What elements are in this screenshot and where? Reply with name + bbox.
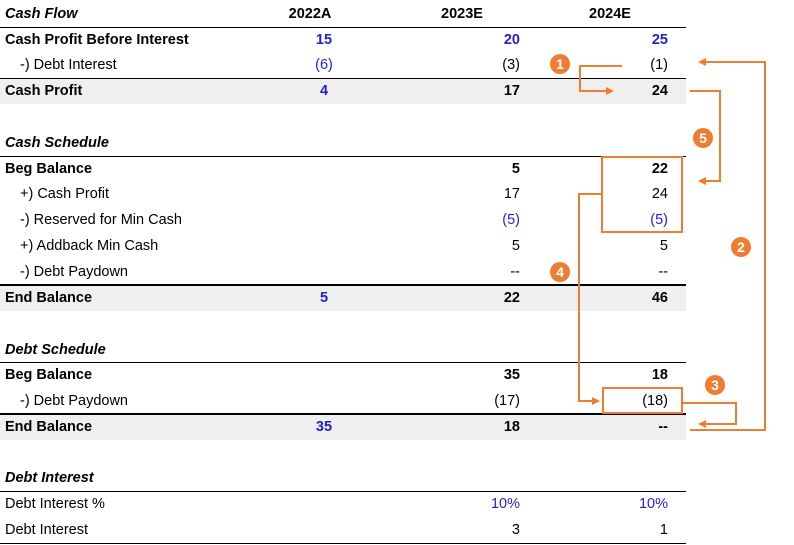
row-cash-debt-paydown: -) Debt Paydown -- -- — [0, 260, 686, 285]
section-title: Cash Schedule — [5, 135, 109, 151]
year-2023e: 2023E — [441, 6, 483, 22]
bottom-divider — [0, 543, 686, 544]
section-title: Debt Schedule — [5, 342, 106, 358]
cash-end-divider — [0, 284, 686, 286]
callout-5-icon: 5 — [693, 128, 713, 148]
value-2023e: (5) — [502, 212, 520, 228]
row-cash-beg-balance: Beg Balance 5 22 — [0, 157, 686, 182]
row-label: -) Reserved for Min Cash — [20, 212, 182, 228]
value-2023e: 22 — [503, 290, 520, 306]
value-2022a: (6) — [315, 57, 333, 73]
callout-2-icon: 2 — [731, 237, 751, 257]
header-divider — [0, 27, 686, 28]
value-2024e: (1) — [650, 57, 668, 73]
highlight-paydown-box — [602, 387, 683, 414]
row-cash-profit: Cash Profit 4 17 24 — [0, 79, 686, 104]
row-debt-interest-pct: Debt Interest % 10% 10% — [0, 492, 686, 517]
value-2023e: 5 — [511, 161, 520, 177]
row-label: End Balance — [5, 290, 93, 306]
year-2022a: 2022A — [288, 6, 332, 22]
value-2024e: 24 — [651, 186, 668, 202]
debt-schedule-divider — [0, 362, 686, 363]
callout-4-icon: 4 — [550, 262, 570, 282]
value-2024e: 25 — [651, 32, 668, 48]
highlight-cash-box — [601, 156, 683, 233]
row-reserved-min-cash: -) Reserved for Min Cash (5) (5) — [0, 208, 686, 233]
value-2023e: 20 — [503, 32, 520, 48]
value-2024e: -- — [658, 419, 668, 435]
value-2023e: 10% — [490, 496, 520, 512]
value-2022a: 5 — [319, 290, 329, 306]
cash-profit-divider — [0, 78, 686, 79]
callout-3-icon: 3 — [705, 375, 725, 395]
arrow-4 — [578, 193, 602, 405]
value-2023e: 3 — [511, 522, 520, 538]
section-title: Debt Interest — [5, 470, 94, 486]
row-debt-beg-balance: Beg Balance 35 18 — [0, 363, 686, 388]
section-cash-schedule: Cash Schedule — [0, 131, 686, 156]
row-cash-end-balance: End Balance 5 22 46 — [0, 286, 686, 311]
value-2024e: (18) — [642, 393, 668, 409]
value-2022a: 4 — [319, 83, 329, 99]
value-2024e: 22 — [651, 161, 668, 177]
value-2024e: 1 — [659, 522, 668, 538]
row-debt-paydown: -) Debt Paydown (17) (18) — [0, 389, 686, 414]
value-2022a: 15 — [315, 32, 333, 48]
value-2024e: -- — [658, 264, 668, 280]
row-label: Debt Interest — [5, 522, 89, 538]
row-label: +) Addback Min Cash — [20, 238, 159, 254]
arrow-5 — [690, 90, 721, 185]
value-2023e: 5 — [511, 238, 520, 254]
row-label: -) Debt Paydown — [20, 264, 128, 280]
value-2023e: 17 — [503, 83, 520, 99]
value-2024e: (5) — [650, 212, 668, 228]
row-label: Cash Profit Before Interest — [5, 32, 189, 48]
value-2024e: 18 — [651, 367, 668, 383]
row-label: -) Debt Interest — [20, 57, 117, 73]
debt-end-divider — [0, 413, 686, 415]
year-2024e: 2024E — [589, 6, 631, 22]
value-2024e: 24 — [651, 83, 668, 99]
value-2023e: (17) — [494, 393, 520, 409]
arrow-1 — [579, 65, 622, 95]
value-2023e: 17 — [503, 186, 520, 202]
arrow-2 — [690, 58, 766, 431]
value-2024e: 10% — [638, 496, 668, 512]
callout-1-icon: 1 — [550, 54, 570, 74]
arrow-3 — [682, 402, 737, 428]
section-debt-interest: Debt Interest — [0, 466, 686, 491]
debt-interest-divider — [0, 491, 686, 492]
row-label: +) Cash Profit — [20, 186, 110, 202]
row-debt-interest-amount: Debt Interest 3 1 — [0, 518, 686, 543]
row-debt-interest: -) Debt Interest (6) (3) (1) — [0, 53, 686, 78]
cash-schedule-divider — [0, 156, 686, 157]
row-label: End Balance — [5, 419, 93, 435]
row-label: -) Debt Paydown — [20, 393, 128, 409]
value-2023e: (3) — [502, 57, 520, 73]
row-label: Cash Profit — [5, 83, 83, 99]
row-label: Beg Balance — [5, 367, 93, 383]
row-label: Debt Interest % — [5, 496, 105, 512]
value-2022a: 35 — [315, 419, 333, 435]
section-debt-schedule: Debt Schedule — [0, 338, 686, 363]
row-add-cash-profit: +) Cash Profit 17 24 — [0, 182, 686, 207]
row-debt-end-balance: End Balance 35 18 -- — [0, 415, 686, 440]
value-2023e: 35 — [503, 367, 520, 383]
header-cash-flow: Cash Flow — [5, 6, 78, 22]
value-2024e: 5 — [659, 238, 668, 254]
value-2023e: 18 — [503, 419, 520, 435]
value-2024e: 46 — [651, 290, 668, 306]
row-label: Beg Balance — [5, 161, 93, 177]
value-2023e: -- — [510, 264, 520, 280]
row-addback-min-cash: +) Addback Min Cash 5 5 — [0, 234, 686, 259]
row-cash-profit-before-interest: Cash Profit Before Interest 15 20 25 — [0, 28, 686, 53]
